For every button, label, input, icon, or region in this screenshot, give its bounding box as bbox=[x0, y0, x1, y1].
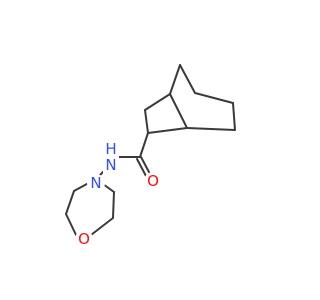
carboxamide-group bbox=[117, 132, 151, 177]
bond-c3-c2 bbox=[144, 109, 149, 134]
amide-nitrogen-label: N bbox=[105, 156, 116, 174]
bond-carbonyl-double-a bbox=[140, 156, 151, 175]
bond-left-down bbox=[65, 190, 75, 215]
bond-c5-c6 bbox=[232, 102, 236, 131]
bond-bridgehead-c5 bbox=[194, 92, 234, 104]
bond-ring-carbonyl bbox=[139, 132, 149, 158]
carbonyl-oxygen-label: O bbox=[147, 172, 159, 190]
atom-labels: O H N N O bbox=[75, 140, 162, 248]
bond-c6-bridgehead bbox=[186, 127, 236, 131]
amide-hydrogen-label: H bbox=[105, 140, 116, 158]
bond-bridgehead-bridgehead bbox=[169, 93, 188, 129]
bond-right-oxygen bbox=[90, 217, 114, 236]
norbornane-ring bbox=[144, 64, 236, 134]
bond-left-oxygen bbox=[65, 213, 78, 238]
bond-bridge-left bbox=[169, 64, 181, 95]
molecule-structure-diagram: O H N N O bbox=[65, 64, 236, 248]
bond-bridgehead-c3 bbox=[144, 93, 171, 111]
bond-bridge-right bbox=[179, 64, 196, 94]
bond-right-down bbox=[112, 191, 115, 219]
morpholine-oxygen-label: O bbox=[78, 230, 90, 248]
morpholine-nitrogen-label: N bbox=[90, 174, 101, 192]
bond-carbonyl-double-b bbox=[136, 158, 147, 177]
bond-c2-bridgehead bbox=[147, 127, 188, 134]
